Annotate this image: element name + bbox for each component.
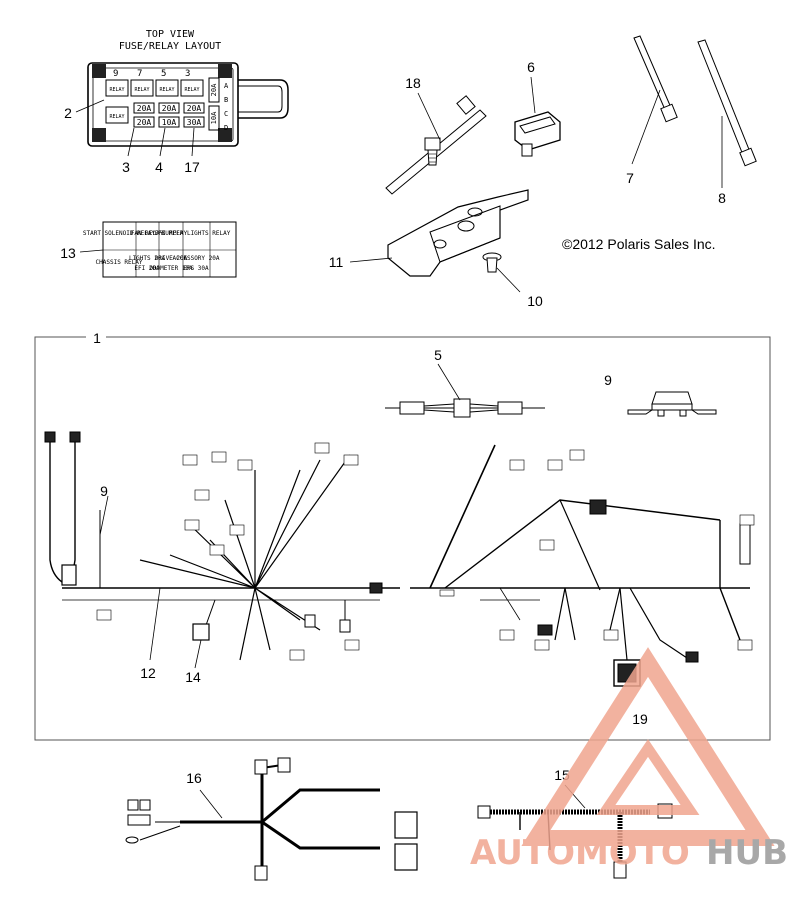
callout-11: 11 — [329, 254, 344, 270]
relay-label: RELAY — [109, 87, 124, 93]
fuse-relay-box: TOP VIEW FUSE/RELAY LAYOUT 9 7 5 3 RELAY… — [75, 29, 289, 157]
callout-14: 14 — [185, 669, 201, 685]
cable-tie-8 — [697, 39, 757, 188]
decal-cell: EPS 30A — [183, 265, 209, 272]
inline-fuse-holder-5 — [385, 363, 545, 418]
watermark-text-primary: AUTOMOTO — [470, 833, 690, 873]
decal-cell: LIGHTS 20A — [129, 255, 166, 262]
callout-8: 8 — [718, 190, 726, 206]
decal-cell: EFI RELAY — [155, 230, 188, 237]
bracket-part-11 — [349, 189, 529, 277]
callout-3: 3 — [122, 159, 130, 175]
copyright-text: ©2012 Polaris Sales Inc. — [562, 236, 716, 252]
fuse-label: 10A — [210, 111, 218, 124]
fuse-box-title-2: FUSE/RELAY LAYOUT — [119, 41, 221, 52]
slot-number: 3 — [185, 69, 190, 79]
callout-9-breaker: 9 — [604, 372, 612, 388]
callout-2: 2 — [64, 105, 72, 121]
fuse-label: 20A — [137, 104, 152, 113]
slot-number: 5 — [161, 69, 166, 79]
relay-label: RELAY — [184, 87, 199, 93]
connector-part-6 — [514, 76, 561, 157]
fuse-label: 20A — [162, 104, 177, 113]
decal-cell: ODOMETER 10A — [149, 265, 193, 272]
decal-cell: DRIVE 20A — [155, 255, 188, 262]
fuse-decal: START SOLENOID RELAY FAN RELAY EFI RELAY… — [79, 221, 237, 278]
fuse-box-title-1: TOP VIEW — [146, 29, 195, 40]
fuse-label: 20A — [210, 83, 218, 96]
relay-label: RELAY — [109, 114, 124, 120]
callout-numbers: 1 2 3 4 5 6 7 8 9 9 10 11 12 13 14 15 16… — [60, 59, 726, 786]
fuse-label: 20A — [187, 104, 202, 113]
circuit-breaker-9 — [627, 391, 717, 417]
callout-10: 10 — [527, 293, 543, 309]
cable-tie-clip — [385, 92, 487, 195]
front-harness — [44, 431, 400, 669]
fuse-label: 10A — [162, 118, 177, 127]
rear-harness — [410, 444, 751, 687]
callout-5: 5 — [434, 347, 442, 363]
decal-cell: START SOLENOID RELAY — [83, 230, 156, 237]
cable-tie-7 — [631, 35, 678, 165]
push-rivet-10 — [482, 252, 521, 293]
callout-13: 13 — [60, 245, 76, 261]
callout-12: 12 — [140, 665, 156, 681]
decal-cell: EFI 20A — [134, 265, 160, 272]
watermark-text-secondary: HUB — [706, 833, 788, 873]
slot-number: 7 — [137, 69, 142, 79]
row-letter: D — [224, 124, 228, 132]
callout-16: 16 — [186, 770, 202, 786]
callout-19: 19 — [632, 711, 648, 727]
relay-label: RELAY — [159, 87, 174, 93]
decal-cell: CHASSIS RELAY — [96, 259, 143, 266]
callout-9-harness: 9 — [100, 483, 108, 499]
decal-cell: FAN RELAY — [131, 230, 164, 237]
callout-18: 18 — [405, 75, 421, 91]
row-letter: A — [224, 82, 229, 90]
slot-number: 9 — [113, 69, 118, 79]
callout-17: 17 — [184, 159, 200, 175]
main-harness-frame — [34, 336, 771, 741]
callout-6: 6 — [527, 59, 535, 75]
decal-cell: BUMPER LIGHTS RELAY — [162, 230, 231, 237]
fuse-label: 20A — [137, 118, 152, 127]
wire-tag-labels — [96, 442, 755, 661]
row-letter: B — [224, 96, 228, 104]
fuse-label: 30A — [187, 118, 202, 127]
callout-1: 1 — [93, 330, 101, 346]
decal-cell: ACCESSORY 20A — [173, 255, 220, 262]
callout-7: 7 — [626, 170, 634, 186]
watermark-logo: AUTOMOTO HUB — [470, 647, 788, 873]
harness-16 — [125, 757, 418, 881]
callout-4: 4 — [155, 159, 163, 175]
row-letter: C — [224, 110, 228, 118]
relay-label: RELAY — [134, 87, 149, 93]
